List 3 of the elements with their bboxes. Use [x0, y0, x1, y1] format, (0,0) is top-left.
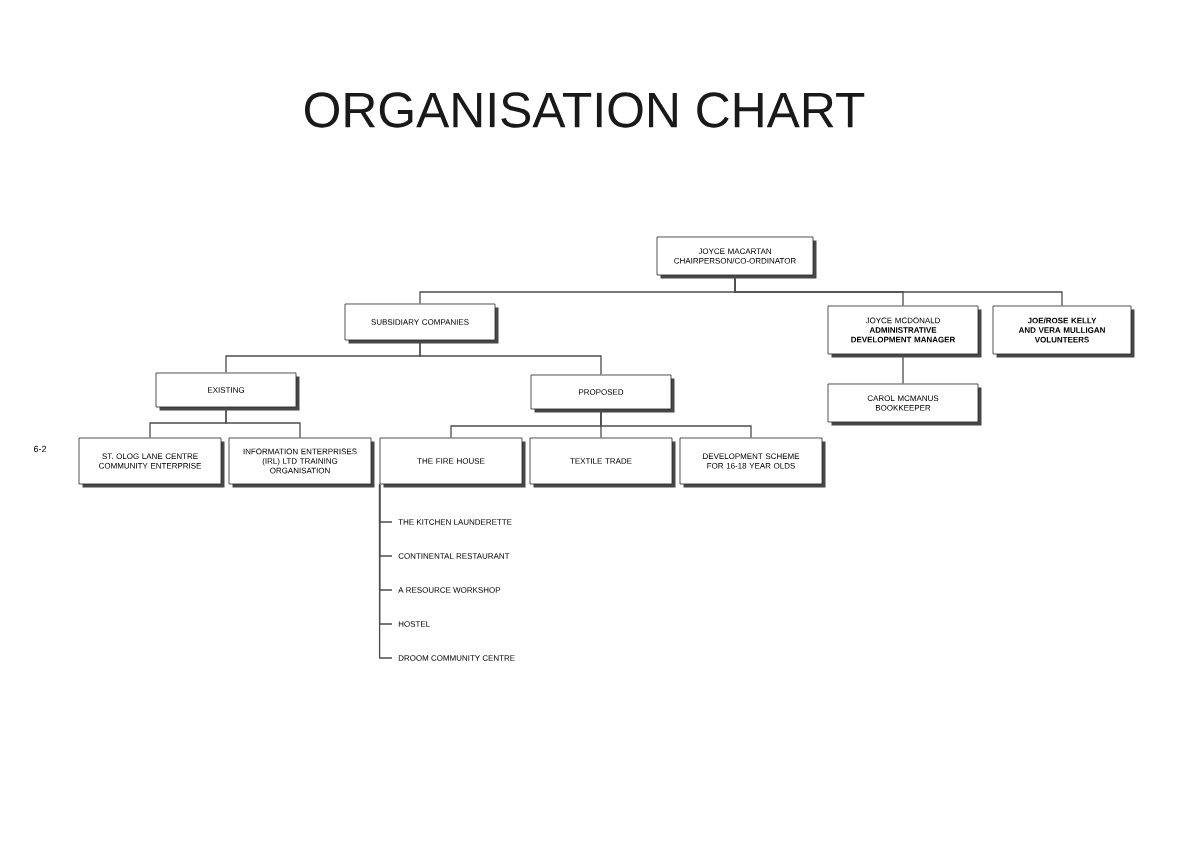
page-number: 6-2 [34, 445, 47, 453]
chart-title: ORGANISATION CHART [305, 92, 865, 128]
connector-line [378, 483, 393, 659]
